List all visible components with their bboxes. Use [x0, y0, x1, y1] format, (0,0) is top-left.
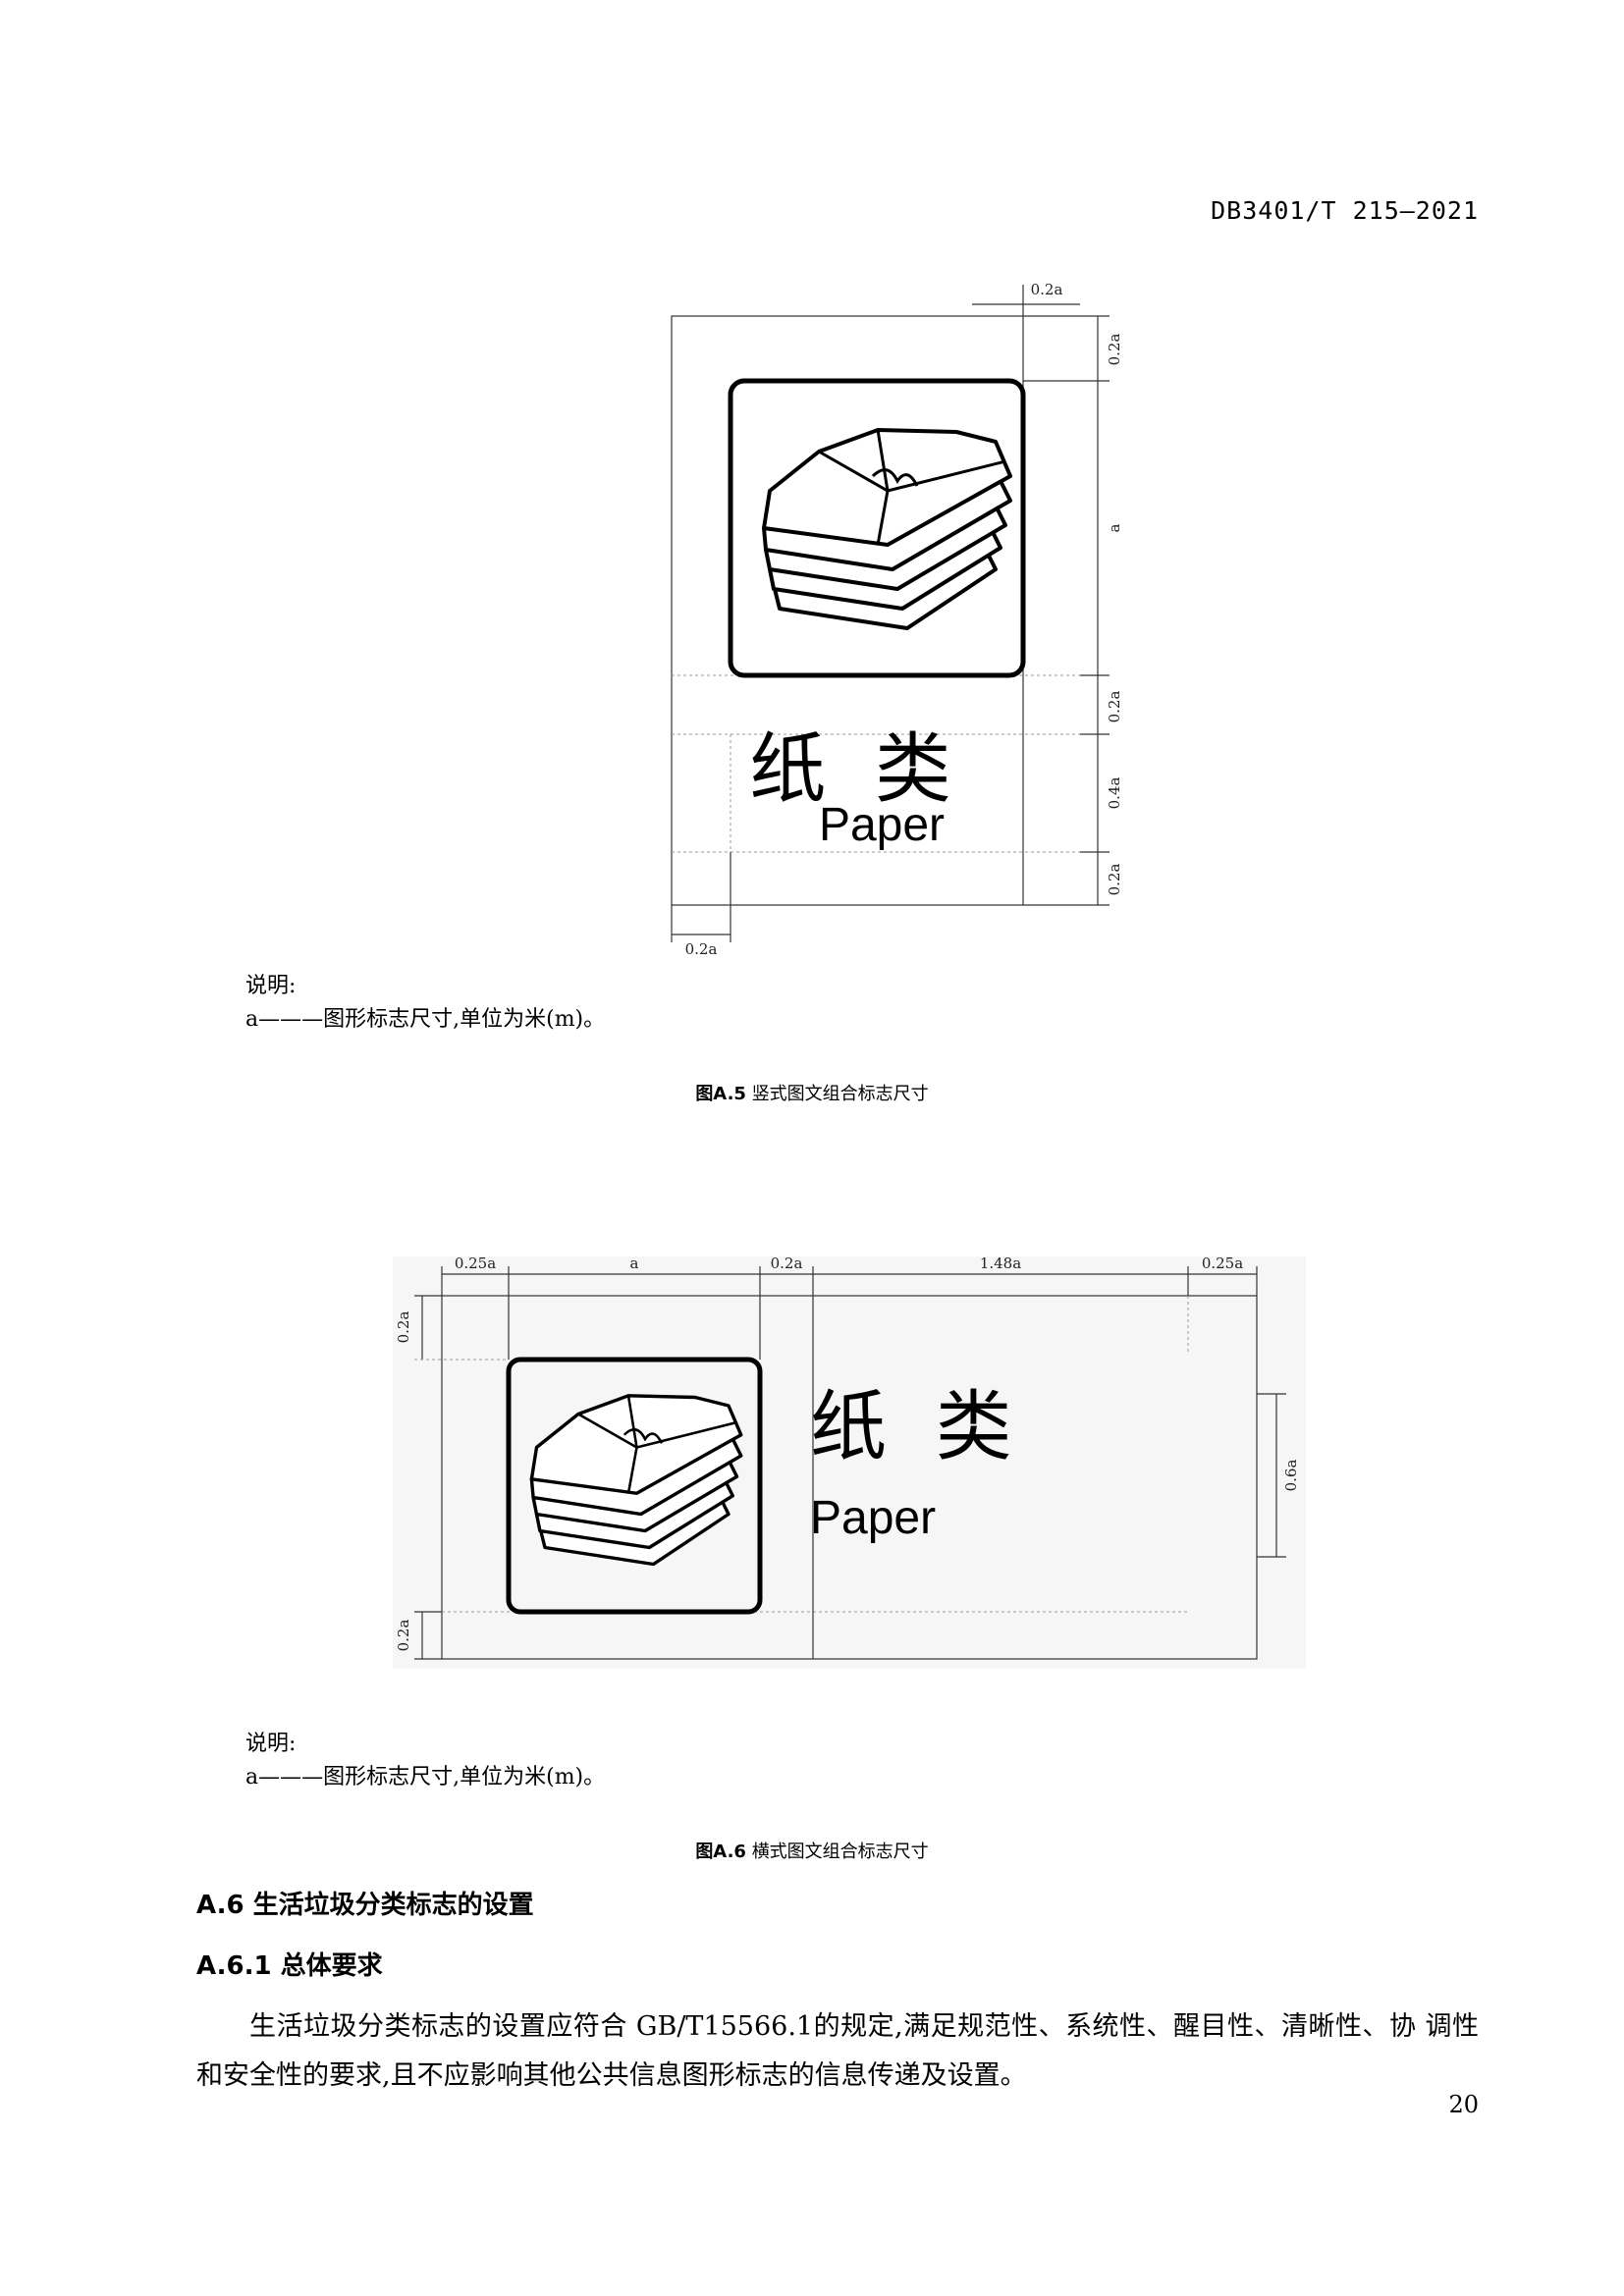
figure-a5: 纸 类 Paper 0.2a 0.2a a 0.2a 0.4a 0.2a 0.2… — [658, 275, 1129, 962]
sign-text-en: Paper — [810, 1492, 936, 1544]
note-title: 说明: — [245, 974, 297, 998]
fig-a6-note: 说明: a———图形标志尺寸,单位为米(m)。 — [245, 1728, 605, 1794]
sign-outline — [441, 1295, 1258, 1660]
paper-stack-icon — [529, 1394, 743, 1567]
dim-top-right: 0.2a — [1031, 281, 1063, 298]
dim-bottom-left: 0.2a — [685, 940, 718, 958]
note-text: a———图形标志尺寸,单位为米(m)。 — [245, 1007, 606, 1032]
dim-top-3: 0.2a — [771, 1256, 803, 1272]
note-title: 说明: — [245, 1732, 297, 1756]
section-heading-a6: A.6 生活垃圾分类标志的设置 — [196, 1891, 534, 1920]
paper-stack-icon — [762, 428, 1012, 630]
dim-left-bottom: 0.2a — [395, 1620, 412, 1652]
sign-text-zh: 纸 类 — [749, 725, 951, 814]
dim-right-text: 0.4a — [1106, 777, 1123, 810]
caption-text: 横式图文组合标志尺寸 — [751, 1842, 929, 1862]
dim-top-5: 0.25a — [1202, 1256, 1243, 1272]
note-text: a———图形标志尺寸,单位为米(m)。 — [245, 1765, 606, 1789]
paper-icon-frame — [506, 1357, 763, 1615]
paper-icon-frame — [728, 378, 1026, 678]
fig-a5-caption: 图A.5 竖式图文组合标志尺寸 — [0, 1080, 1624, 1105]
dim-right-bottom: 0.2a — [1106, 864, 1123, 896]
dim-right-text: 0.6a — [1282, 1460, 1300, 1492]
figure-a6-drawing: 纸 类 Paper 0.25a a 0.2a 1.48a 0.25a 0.2a … — [393, 1256, 1306, 1669]
caption-label: 图A.6 — [695, 1842, 746, 1862]
fig-a5-note: 说明: a———图形标志尺寸,单位为米(m)。 — [245, 970, 605, 1037]
dim-right-a: a — [1106, 523, 1123, 532]
page-number: 20 — [1448, 2091, 1479, 2118]
sign-text-en: Paper — [819, 799, 945, 851]
sign-text-zh: 纸 类 — [810, 1383, 1012, 1471]
dim-left-top: 0.2a — [395, 1311, 412, 1344]
body-paragraph: 生活垃圾分类标志的设置应符合 GB/T15566.1的规定,满足规范性、系统性、… — [196, 2011, 1479, 2091]
dim-top-2: a — [630, 1256, 639, 1272]
figure-a6: 纸 类 Paper 0.25a a 0.2a 1.48a 0.25a 0.2a … — [393, 1256, 1306, 1669]
dim-top-4: 1.48a — [980, 1256, 1021, 1272]
subsection-heading-a6-1: A.6.1 总体要求 — [196, 1951, 383, 1981]
dim-right-top: 0.2a — [1106, 334, 1123, 366]
dim-right-mid: 0.2a — [1106, 691, 1123, 723]
standard-number: DB3401/T 215—2021 — [1211, 196, 1479, 225]
caption-label: 图A.5 — [695, 1084, 746, 1104]
fig-a6-caption: 图A.6 横式图文组合标志尺寸 — [0, 1838, 1624, 1863]
caption-text: 竖式图文组合标志尺寸 — [751, 1084, 929, 1104]
figure-a5-drawing: 纸 类 Paper 0.2a 0.2a a 0.2a 0.4a 0.2a 0.2… — [671, 281, 1123, 958]
dim-top-1: 0.25a — [455, 1256, 496, 1272]
